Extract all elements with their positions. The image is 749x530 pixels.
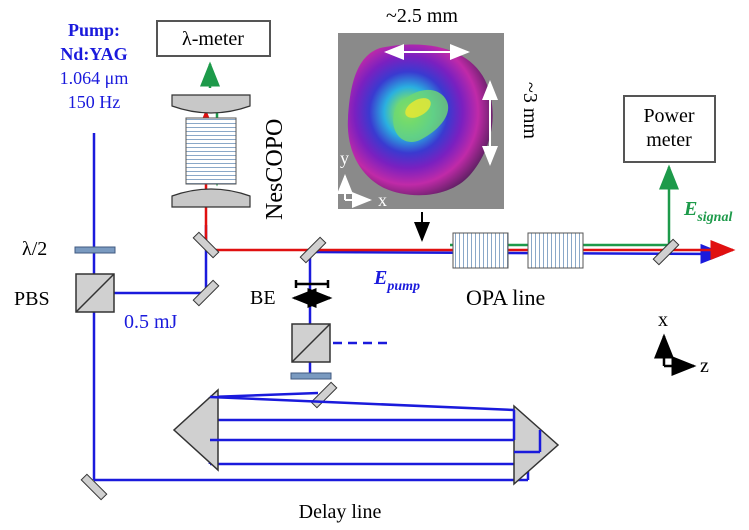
pbs-label: PBS [14,288,50,310]
e-pump-sub: pump [386,279,420,294]
lambda-meter-box [156,20,271,57]
lambda-meter-label: λ-meter [182,28,244,50]
pump-line3: 1.064 μm [60,68,129,88]
delay-line-label: Delay line [299,501,382,523]
pump-line2: Nd:YAG [60,44,127,64]
profile-axis-x: x [378,190,387,210]
energy-label: 0.5 mJ [124,311,178,333]
power-meter-line2: meter [646,129,692,151]
waveplate-2 [290,372,332,380]
e-pump-base: E [373,267,387,289]
half-wave-label: λ/2 [22,238,47,260]
opa-line-label: OPA line [466,285,545,310]
power-meter-line1: Power [643,105,694,127]
pump-line4: 150 Hz [68,92,121,112]
pump-label: Pump: Nd:YAG 1.064 μm 150 Hz [60,20,129,112]
opa-crystal-2 [527,232,584,269]
height-label: ~3 mm [519,82,541,139]
width-label: ~2.5 mm [386,5,458,27]
svg-text:Epump: Epump [373,267,420,294]
beam-expander [291,280,333,308]
profile-axes [337,174,372,208]
e-signal-base: E [683,198,697,220]
coord-axis-x: x [658,309,668,331]
nescopo-cavity [171,94,251,208]
pbs-cube [75,273,115,313]
coord-axes [654,333,697,376]
delay-line-prism-left [172,388,219,472]
opa-crystal-1 [452,232,509,269]
delay-line-beams [209,395,542,454]
be-label: BE [250,287,276,309]
e-pump-label: Epump [373,267,420,294]
profile-axis-y: y [340,148,349,168]
pbs-cube-2 [291,323,331,363]
pump-line1: Pump: [68,20,120,40]
power-meter-box [623,95,716,163]
e-signal-label: Esignal [683,198,732,225]
mirrors [80,231,680,501]
coord-axis-z: z [700,355,709,377]
delay-line-prism-right [513,404,560,486]
e-signal-sub: signal [696,210,732,225]
beam-profile-image [338,33,504,209]
nescopo-label: NesCOPO [262,119,288,220]
half-wave-plate [74,246,116,254]
